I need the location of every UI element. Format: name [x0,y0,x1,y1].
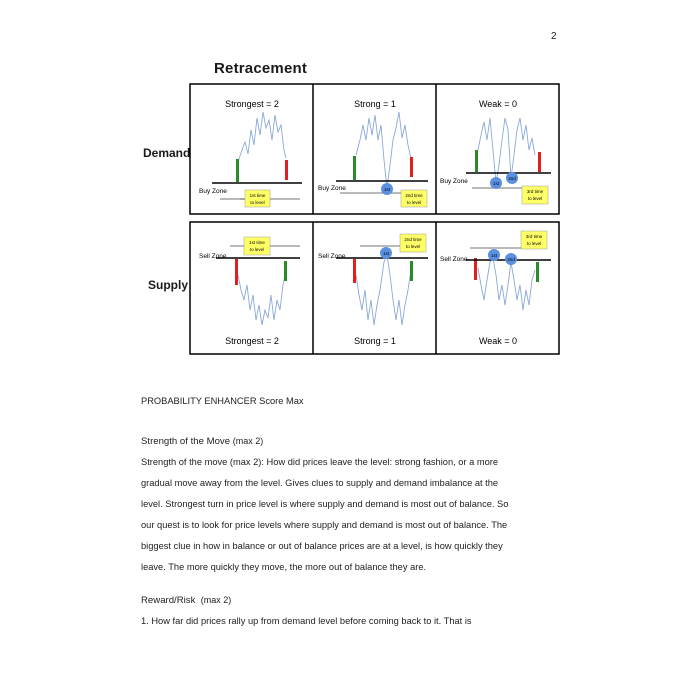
section-1-line-1: Strength of the move (max 2): How did pr… [141,457,499,467]
demand-panel-2-bull-candle [353,156,356,180]
supply-panel-1-callout [243,236,271,256]
demand-panel-2-zone: Buy Zone [318,185,346,192]
supply-panel-1: Sell Zone 1st time to level Strongest = … [199,236,300,346]
supply-panel-3-callout-line-2: to level [527,241,541,246]
row-label-demand: Demand [143,146,191,160]
supply-panel-3-bear-candle [474,258,477,280]
demand-panel-1-zone: Buy Zone [199,188,227,195]
supply-panel-2-callout-line-1: 2nd time [404,237,422,242]
supply-panel-1-callout-line-1: 1st time [249,240,265,245]
supply-panel-3-touch-2-label: 2nd [507,257,515,262]
supply-panel-1-callout-line-2: to level [250,247,264,252]
demand-panel-2-touch-1-label: 1st [384,187,391,192]
supply-panel-3-bull-candle [536,262,539,282]
demand-panel-3-callout [521,185,549,205]
supply-panel-2-bear-candle [353,259,356,283]
demand-panel-3-callout-line-1: 3rd time [527,189,544,194]
section-1-line-2: gradual move away from the level. Gives … [141,478,499,488]
demand-panel-3-touch-1-label: 1st [493,181,500,186]
demand-panel-1: Strongest = 2 Buy Zone 1st time to level [199,99,302,208]
supply-panel-2-footer: Strong = 1 [354,336,396,346]
demand-panel-2-callout [400,189,428,208]
supply-panel-2-price [355,253,412,326]
demand-panel-1-price [237,111,287,163]
page-number: 2 [551,31,557,42]
supply-panel-3-touch-1 [488,249,500,261]
supply-panel-1-footer: Strongest = 2 [225,336,279,346]
section-1-line-3: level. Strongest turn in price level is … [141,499,509,509]
demand-panel-2: Strong = 1 Buy Zone 1st 2nd time to leve… [318,99,428,208]
section-1-title: Strength of the Move (max 2) [141,431,541,452]
section-1-line-5: biggest clue in how in balance or out of… [141,541,503,551]
demand-panel-2-header: Strong = 1 [354,99,396,109]
demand-panel-1-header: Strongest = 2 [225,99,279,109]
section-2-line-1: 1. How far did prices rally up from dema… [141,616,472,626]
section-2-title-note: (max 2) [200,595,232,605]
supply-panel-1-zone: Sell Zone [199,253,227,260]
demand-panel-2-touch-1 [381,183,393,195]
section-heading: PROBABILITY ENHANCER Score Max [141,396,304,406]
section-2-title: Reward/Risk (max 2) [141,590,541,611]
figure-title: Retracement [214,60,308,77]
demand-panel-1-callout-line-2: to level [250,200,264,205]
supply-panel-3-zone: Sell Zone [440,256,468,263]
demand-panel-2-callout-line-1: 2nd time [405,193,423,198]
section-2-title-text: Reward/Risk [141,595,196,606]
supply-panel-1-price [237,274,286,326]
section-1-line-4: our quest is to look for price levels wh… [141,520,508,530]
supply-panel-2-callout [399,233,427,253]
demand-panel-3-header: Weak = 0 [479,99,517,109]
supply-panel-2-zone: Sell Zone [318,253,346,260]
demand-panel-3-bull-candle [475,150,478,172]
demand-panel-3-callout-line-2: to level [528,196,542,201]
section-1-title-note: (max 2) [232,436,264,446]
section-1-title-text: Strength of the Move [141,436,231,447]
demand-panel-3-bear-candle [538,152,541,172]
supply-panel-1-bull-candle [284,261,287,281]
supply-panel-3-callout-line-1: 3rd time [526,234,543,239]
demand-panel-3: Weak = 0 Buy Zone 1st 2nd 3rd time to le… [440,99,551,205]
demand-panel-3-price [477,117,536,184]
supply-panel-3-touch-1-label: 1st [491,253,498,258]
demand-panel-1-callout-line-1: 1st time [250,193,266,198]
supply-panel-3-callout [520,230,548,250]
supply-panel-3-touch-2 [505,253,517,265]
supply-panel-3-footer: Weak = 0 [479,336,517,346]
demand-panel-1-callout [244,189,271,208]
supply-panel-3: Sell Zone 1st 2nd 3rd time to level Weak… [440,230,551,346]
supply-panel-3-price [477,256,536,311]
demand-panel-1-bull-candle [236,159,239,182]
supply-panel-2-touch-1 [380,247,392,259]
supply-panel-2-touch-1-label: 1st [383,251,390,256]
demand-panel-3-touch-2 [506,172,518,184]
demand-panel-2-price [355,111,412,189]
section-1-line-6: leave. The more quickly they move, the m… [141,562,427,572]
supply-panel-1-bear-candle [235,259,238,285]
demand-panel-2-callout-line-2: to level [407,200,421,205]
demand-panel-1-bear-candle [285,160,288,180]
row-label-supply: Supply [148,278,189,292]
demand-panel-3-zone: Buy Zone [440,178,468,185]
supply-panel-2: Sell Zone 1st 2nd time to level Strong =… [318,233,428,346]
demand-panel-3-touch-2-label: 2nd [508,176,516,181]
demand-panel-3-touch-1 [490,177,502,189]
supply-panel-2-bull-candle [410,261,413,281]
supply-panel-2-callout-line-2: to level [406,244,420,249]
demand-panel-2-bear-candle [410,157,413,177]
